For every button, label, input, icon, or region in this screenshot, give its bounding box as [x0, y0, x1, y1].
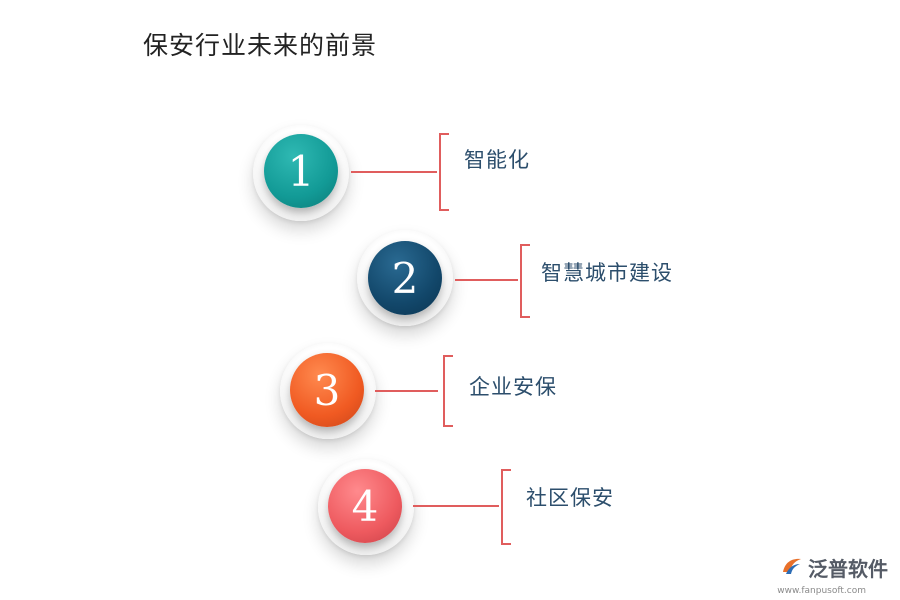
item-1-bracket	[439, 133, 449, 211]
item-4-halo	[318, 459, 414, 555]
item-1-number-badge: 1	[264, 134, 338, 208]
item-2-label: 智慧城市建设	[541, 261, 673, 285]
item-3-connector-line	[375, 390, 438, 392]
item-4-label: 社区保安	[526, 486, 614, 510]
item-1-connector-line	[351, 171, 437, 173]
item-3-bracket	[443, 355, 453, 427]
item-2-bracket	[520, 244, 530, 318]
item-1-label: 智能化	[464, 148, 530, 172]
watermark-url: www.fanpusoft.com	[777, 586, 866, 596]
item-3-number-badge: 3	[290, 353, 364, 427]
item-4-bracket	[501, 469, 511, 545]
item-4-number: 4	[351, 481, 379, 531]
item-4-number-badge: 4	[328, 469, 402, 543]
fanpu-logo-icon	[780, 554, 804, 582]
watermark: 泛普软件	[780, 553, 888, 582]
item-3-label: 企业安保	[469, 375, 557, 399]
item-2-connector-line	[455, 279, 518, 281]
item-1-halo	[253, 125, 349, 221]
watermark-brand: 泛普软件	[808, 557, 888, 581]
item-1-number: 1	[287, 146, 315, 196]
item-2-number-badge: 2	[368, 241, 442, 315]
page-title: 保安行业未来的前景	[143, 31, 378, 60]
item-3-halo	[280, 343, 376, 439]
item-3-number: 3	[313, 365, 341, 415]
item-4-connector-line	[413, 505, 499, 507]
item-2-number: 2	[391, 253, 419, 303]
item-2-halo	[357, 230, 453, 326]
